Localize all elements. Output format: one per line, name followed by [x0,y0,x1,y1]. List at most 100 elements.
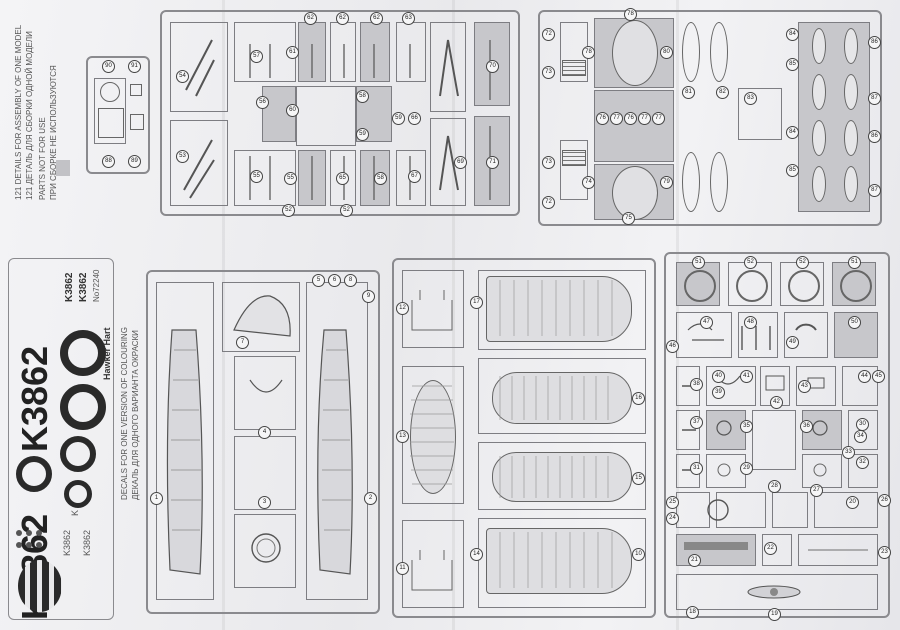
part-cell-unused [798,22,870,212]
part-number: 33 [842,446,855,459]
part-wheel [684,270,716,302]
part-number: 59 [392,112,405,125]
part-cell [396,150,426,206]
part-number: 72 [542,196,555,209]
part-cell-unused [262,86,296,142]
part-number: 54 [176,70,189,83]
part-cell [676,410,700,450]
part-cell [716,492,766,528]
part-cell-unused [360,22,390,82]
part-number: 5 [312,274,325,287]
part-number: 91 [128,60,141,73]
part-number: 72 [542,28,555,41]
part-number: 58 [374,172,387,185]
fin-flash-decal [18,560,62,612]
part-number: 21 [688,554,701,567]
part-panel [94,78,126,144]
part-number: 31 [690,462,703,475]
decal-sheet [8,258,114,620]
part-number: 10 [632,548,645,561]
roundel-decal [16,456,52,492]
part-number: 17 [470,296,483,309]
part-number: 46 [666,340,679,353]
part-number: 57 [250,50,263,63]
part-number: 29 [740,462,753,475]
part-number: 86 [868,36,881,49]
part-number: 49 [786,336,799,349]
part-number: 78 [582,46,595,59]
part-bomb-small [844,166,858,202]
part-bomb-small [812,120,826,156]
part-number: 32 [856,456,869,469]
part-exhaust [562,60,586,76]
part-number: 85 [786,58,799,71]
part-number: 28 [768,480,781,493]
part-windscreen [98,108,124,138]
part-wing [486,528,632,594]
part-number: 25 [666,496,679,509]
part-number: 65 [336,172,349,185]
part-number: 87 [868,184,881,197]
roundel-decal [60,436,96,472]
part-number: 82 [716,86,729,99]
part-small [130,114,144,130]
part-cell [848,410,878,450]
part-wheel [840,270,872,302]
part-number: 12 [396,302,409,315]
part-wing [492,452,632,502]
part-number: 11 [396,562,409,575]
small-sprue [86,56,150,174]
part-number: 50 [848,316,861,329]
part-number: 55 [250,170,263,183]
part-bomb [710,152,728,212]
paper-fold [222,0,225,630]
part-number: 22 [764,542,777,555]
part-bomb-small [812,166,826,202]
part-cell [706,366,756,406]
part-number: 88 [102,155,115,168]
part-cell [170,120,228,206]
part-bomb-small [844,28,858,64]
part-number: 19 [768,608,781,621]
part-number: 34 [854,430,867,443]
part-cell [478,270,646,350]
part-number: 1 [150,492,163,505]
part-cell-empty [296,86,356,146]
part-bomb-small [844,74,858,110]
part-wheel-pant [612,166,658,220]
part-number: 73 [542,156,555,169]
part-number: 66 [408,112,421,125]
part-exhaust [562,150,586,166]
part-number: 13 [396,430,409,443]
part-cell [738,312,778,358]
part-number: 43 [798,380,811,393]
part-wheel [736,270,768,302]
part-number: 63 [402,12,415,25]
part-number: 78 [624,8,637,21]
part-number: 67 [408,170,421,183]
part-wheel-pant [612,20,658,86]
part-number: 15 [632,472,645,485]
part-cell [560,140,588,200]
part-number: 20 [846,496,859,509]
part-cell [814,492,878,528]
part-bomb-small [844,120,858,156]
part-number: 62 [370,12,383,25]
decal-dot [26,530,32,536]
part-number: 24 [666,512,679,525]
part-number: 89 [128,155,141,168]
part-number: 27 [810,484,823,497]
part-number: 36 [800,420,813,433]
part-number: 18 [686,606,699,619]
part-number: 52 [340,204,353,217]
part-number: 35 [740,420,753,433]
part-number: 70 [486,60,499,73]
part-number: 73 [542,66,555,79]
part-number: 45 [872,370,885,383]
part-round [100,82,120,102]
part-number: 47 [700,316,713,329]
part-number: 81 [682,86,695,99]
